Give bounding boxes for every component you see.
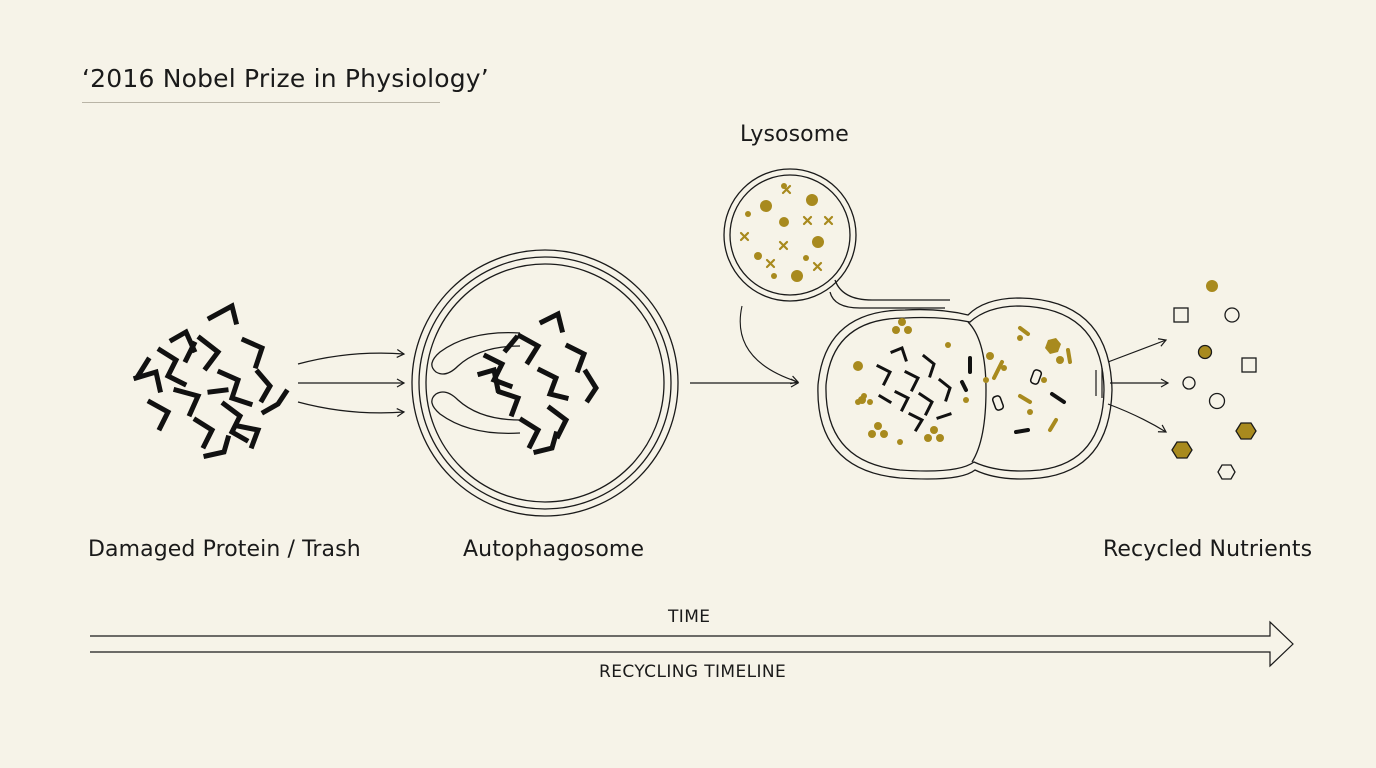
recycled-nutrients [1171,280,1257,480]
fusion-enzyme-triads [855,318,944,442]
label-lysosome: Lysosome [740,122,849,147]
label-autophagosome: Autophagosome [463,537,645,562]
label-damaged-protein: Damaged Protein / Trash [88,537,361,562]
lysosome-vesicle [723,168,950,309]
lysosome-enzymes [745,183,824,282]
arrows-to-nutrients [1095,338,1170,433]
damaged-protein-cluster [132,302,290,459]
arrows-to-autophagosome [297,348,406,418]
timeline-arrow [90,620,1294,668]
arrow-lysosome-to-fusion [739,305,800,385]
lysosome-enzyme-crosses [739,184,834,272]
digesting-protein-cluster [875,346,952,433]
fusion-enzymes [853,335,1064,445]
label-recycled-nutrients: Recycled Nutrients [1103,537,1313,562]
engulfed-protein-cluster [476,310,599,456]
title-underline [82,102,440,103]
diagram-title: ‘2016 Nobel Prize in Physiology’ [82,64,489,93]
timeline-recycling-label: RECYCLING TIMELINE [599,662,787,682]
fusion-fragments [960,326,1072,434]
autolysosome-vesicle [817,297,1113,480]
timeline-time-label: TIME [668,607,711,627]
autophagosome-vesicle [411,249,679,517]
